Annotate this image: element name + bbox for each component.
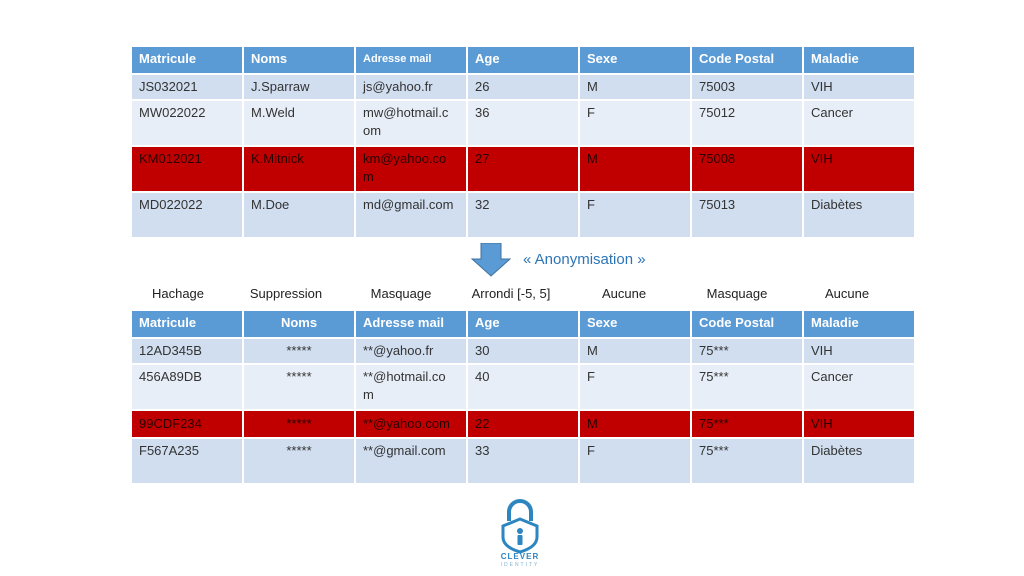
header-maladie: Maladie — [804, 47, 914, 73]
header-age: Age — [468, 47, 578, 73]
cell-noms: M.Weld — [244, 101, 354, 145]
cell-matricule: MD022022 — [132, 193, 242, 237]
method-label: Masquage — [370, 286, 432, 301]
table-row: JS032021 J.Sparraw js@yahoo.fr 26 M 7500… — [132, 75, 914, 99]
anonymisation-label: « Anonymisation » — [523, 251, 646, 268]
table-row: MD022022 M.Doe md@gmail.com 32 F 75013 D… — [132, 193, 914, 237]
clever-identity-logo — [501, 499, 539, 554]
cell-sexe: F — [580, 193, 690, 237]
table-row: F567A235 ***** **@gmail.com 33 F 75*** D… — [132, 439, 914, 483]
cell-adresse-mail: md@gmail.com — [356, 193, 466, 237]
cell-maladie: VIH — [804, 75, 914, 99]
cell-code-postal: 75013 — [692, 193, 802, 237]
cell-code-postal: 75*** — [692, 339, 802, 363]
cell-matricule: 12AD345B — [132, 339, 242, 363]
cell-sexe: M — [580, 75, 690, 99]
header-adresse-mail: Adresse mail — [356, 47, 466, 73]
cell-noms: ***** — [244, 365, 354, 409]
down-arrow-icon — [471, 243, 511, 277]
cell-matricule: MW022022 — [132, 101, 242, 145]
method-label: Arrondi [-5, 5] — [471, 286, 551, 301]
cell-noms: ***** — [244, 411, 354, 437]
cell-code-postal: 75*** — [692, 411, 802, 437]
method-label: Aucune — [601, 286, 647, 301]
cell-noms: J.Sparraw — [244, 75, 354, 99]
cell-maladie: Cancer — [804, 101, 914, 145]
table-row: 12AD345B ***** **@yahoo.fr 30 M 75*** VI… — [132, 339, 914, 363]
cell-sexe: M — [580, 411, 690, 437]
cell-noms: ***** — [244, 439, 354, 483]
table-row-highlighted: KM012021 K.Mitnick km@yahoo.co m 27 M 75… — [132, 147, 914, 191]
cell-age: 32 — [468, 193, 578, 237]
cell-maladie: VIH — [804, 411, 914, 437]
cell-maladie: Cancer — [804, 365, 914, 409]
table-row: 456A89DB ***** **@hotmail.co m 40 F 75**… — [132, 365, 914, 409]
method-label: Aucune — [824, 286, 870, 301]
header-matricule: Matricule — [132, 47, 242, 73]
cell-matricule: 456A89DB — [132, 365, 242, 409]
header-adresse-mail: Adresse mail — [356, 311, 466, 337]
header-matricule: Matricule — [132, 311, 242, 337]
cell-maladie: Diabètes — [804, 439, 914, 483]
cell-age: 26 — [468, 75, 578, 99]
method-label: Hachage — [151, 286, 205, 301]
header-code-postal: Code Postal — [692, 311, 802, 337]
cell-age: 27 — [468, 147, 578, 191]
cell-sexe: M — [580, 147, 690, 191]
cell-sexe: F — [580, 439, 690, 483]
cell-adresse-mail: **@hotmail.co m — [356, 365, 466, 409]
cell-code-postal: 75*** — [692, 439, 802, 483]
cell-code-postal: 75*** — [692, 365, 802, 409]
cell-adresse-mail: mw@hotmail.c om — [356, 101, 466, 145]
table-header-row: Matricule Noms Adresse mail Age Sexe Cod… — [132, 311, 914, 337]
cell-age: 36 — [468, 101, 578, 145]
cell-adresse-mail: km@yahoo.co m — [356, 147, 466, 191]
header-sexe: Sexe — [580, 47, 690, 73]
cell-noms: ***** — [244, 339, 354, 363]
anonymised-data-table: Matricule Noms Adresse mail Age Sexe Cod… — [130, 309, 916, 485]
cell-age: 30 — [468, 339, 578, 363]
cell-sexe: F — [580, 365, 690, 409]
table-row: MW022022 M.Weld mw@hotmail.c om 36 F 750… — [132, 101, 914, 145]
original-data-table: Matricule Noms Adresse mail Age Sexe Cod… — [130, 45, 916, 239]
cell-age: 33 — [468, 439, 578, 483]
cell-code-postal: 75012 — [692, 101, 802, 145]
cell-code-postal: 75003 — [692, 75, 802, 99]
cell-noms: M.Doe — [244, 193, 354, 237]
cell-age: 40 — [468, 365, 578, 409]
cell-matricule: F567A235 — [132, 439, 242, 483]
header-sexe: Sexe — [580, 311, 690, 337]
cell-adresse-mail: **@gmail.com — [356, 439, 466, 483]
cell-code-postal: 75008 — [692, 147, 802, 191]
header-noms: Noms — [244, 311, 354, 337]
table-header-row: Matricule Noms Adresse mail Age Sexe Cod… — [132, 47, 914, 73]
cell-matricule: 99CDF234 — [132, 411, 242, 437]
cell-adresse-mail: **@yahoo.fr — [356, 339, 466, 363]
method-label: Suppression — [249, 286, 323, 301]
header-age: Age — [468, 311, 578, 337]
logo-name: CLEVER — [500, 552, 540, 561]
header-maladie: Maladie — [804, 311, 914, 337]
anonymisation-methods-row: Hachage Suppression Masquage Arrondi [-5… — [130, 286, 912, 301]
cell-adresse-mail: js@yahoo.fr — [356, 75, 466, 99]
method-label: Masquage — [706, 286, 768, 301]
logo-subtitle: IDENTITY — [500, 562, 540, 568]
cell-matricule: KM012021 — [132, 147, 242, 191]
cell-adresse-mail: **@yahoo.com — [356, 411, 466, 437]
header-noms: Noms — [244, 47, 354, 73]
cell-sexe: M — [580, 339, 690, 363]
header-code-postal: Code Postal — [692, 47, 802, 73]
cell-maladie: VIH — [804, 339, 914, 363]
cell-maladie: VIH — [804, 147, 914, 191]
cell-maladie: Diabètes — [804, 193, 914, 237]
table-row-highlighted: 99CDF234 ***** **@yahoo.com 22 M 75*** V… — [132, 411, 914, 437]
cell-noms: K.Mitnick — [244, 147, 354, 191]
cell-matricule: JS032021 — [132, 75, 242, 99]
cell-sexe: F — [580, 101, 690, 145]
cell-age: 22 — [468, 411, 578, 437]
